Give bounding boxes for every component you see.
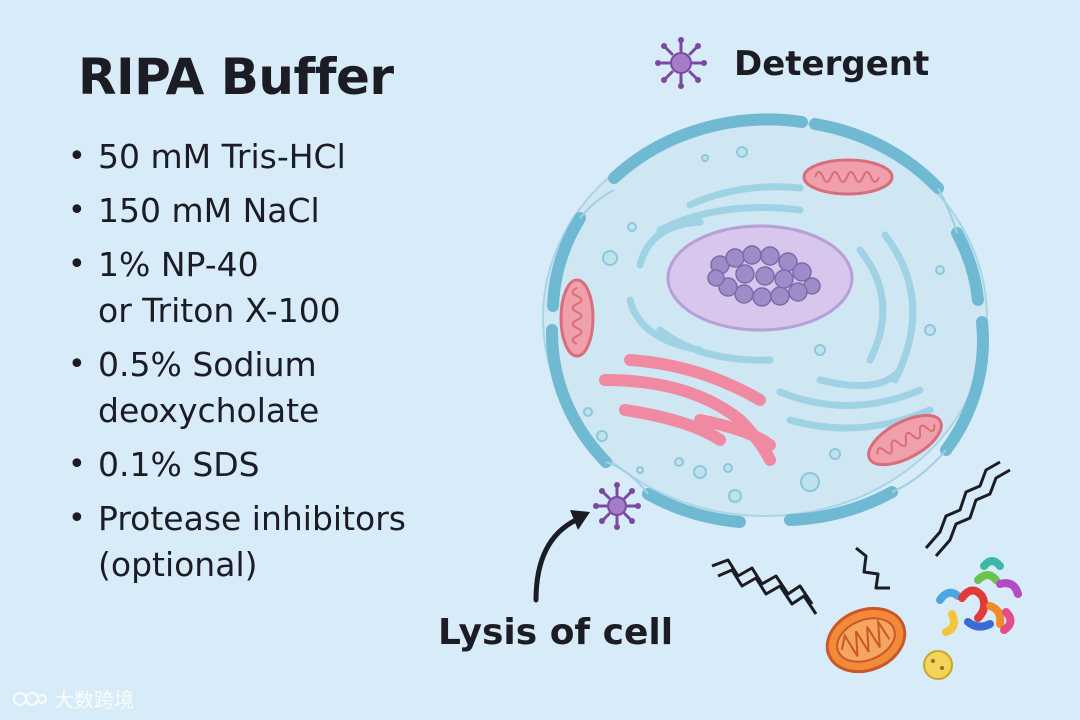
released-dna xyxy=(711,460,1011,615)
golgi-apparatus xyxy=(599,354,776,466)
detergent-icon xyxy=(655,37,707,89)
list-item: 50 mM Tris-HCl xyxy=(68,134,406,180)
ingredient-line: Protease inhibitors xyxy=(98,499,406,538)
released-mitochondrion xyxy=(825,606,907,674)
endoplasmic-reticulum xyxy=(626,183,934,432)
ingredient-line: 50 mM Tris-HCl xyxy=(98,137,346,176)
released-vesicle xyxy=(923,650,953,680)
list-item: 0.5% Sodium deoxycholate xyxy=(68,342,406,434)
watermark: 大数跨境 xyxy=(12,684,134,713)
ingredient-line: 0.5% Sodium xyxy=(98,345,317,384)
detergent-molecule-icon xyxy=(593,482,641,530)
ingredient-line-continued: (optional) xyxy=(98,545,258,584)
list-item: Protease inhibitors (optional) xyxy=(68,496,406,588)
cell-membrane xyxy=(545,113,989,528)
ingredient-line-continued: deoxycholate xyxy=(98,391,320,430)
mitochondrion xyxy=(802,158,894,196)
mitochondrion xyxy=(559,278,595,358)
list-item: 0.1% SDS xyxy=(68,442,406,488)
lysis-label: Lysis of cell xyxy=(438,612,674,653)
lysis-arrow xyxy=(533,510,590,603)
page-title: RIPA Buffer xyxy=(78,48,394,106)
watermark-text: 大数跨境 xyxy=(54,688,134,712)
ingredient-list: 50 mM Tris-HCl 150 mM NaCl 1% NP-40 or T… xyxy=(68,134,406,596)
list-item: 150 mM NaCl xyxy=(68,188,406,234)
chromatin xyxy=(707,245,821,307)
ingredient-line: 150 mM NaCl xyxy=(98,191,320,230)
ingredient-line: 1% NP-40 xyxy=(98,245,259,284)
released-proteins xyxy=(936,557,1022,636)
vesicles xyxy=(583,146,945,503)
ingredient-line-continued: or Triton X-100 xyxy=(98,291,341,330)
detergent-label: Detergent xyxy=(734,44,930,84)
ingredient-line: 0.1% SDS xyxy=(98,445,260,484)
list-item: 1% NP-40 or Triton X-100 xyxy=(68,242,406,334)
watermark-logo-icon xyxy=(13,691,47,706)
mitochondrion xyxy=(867,413,943,467)
